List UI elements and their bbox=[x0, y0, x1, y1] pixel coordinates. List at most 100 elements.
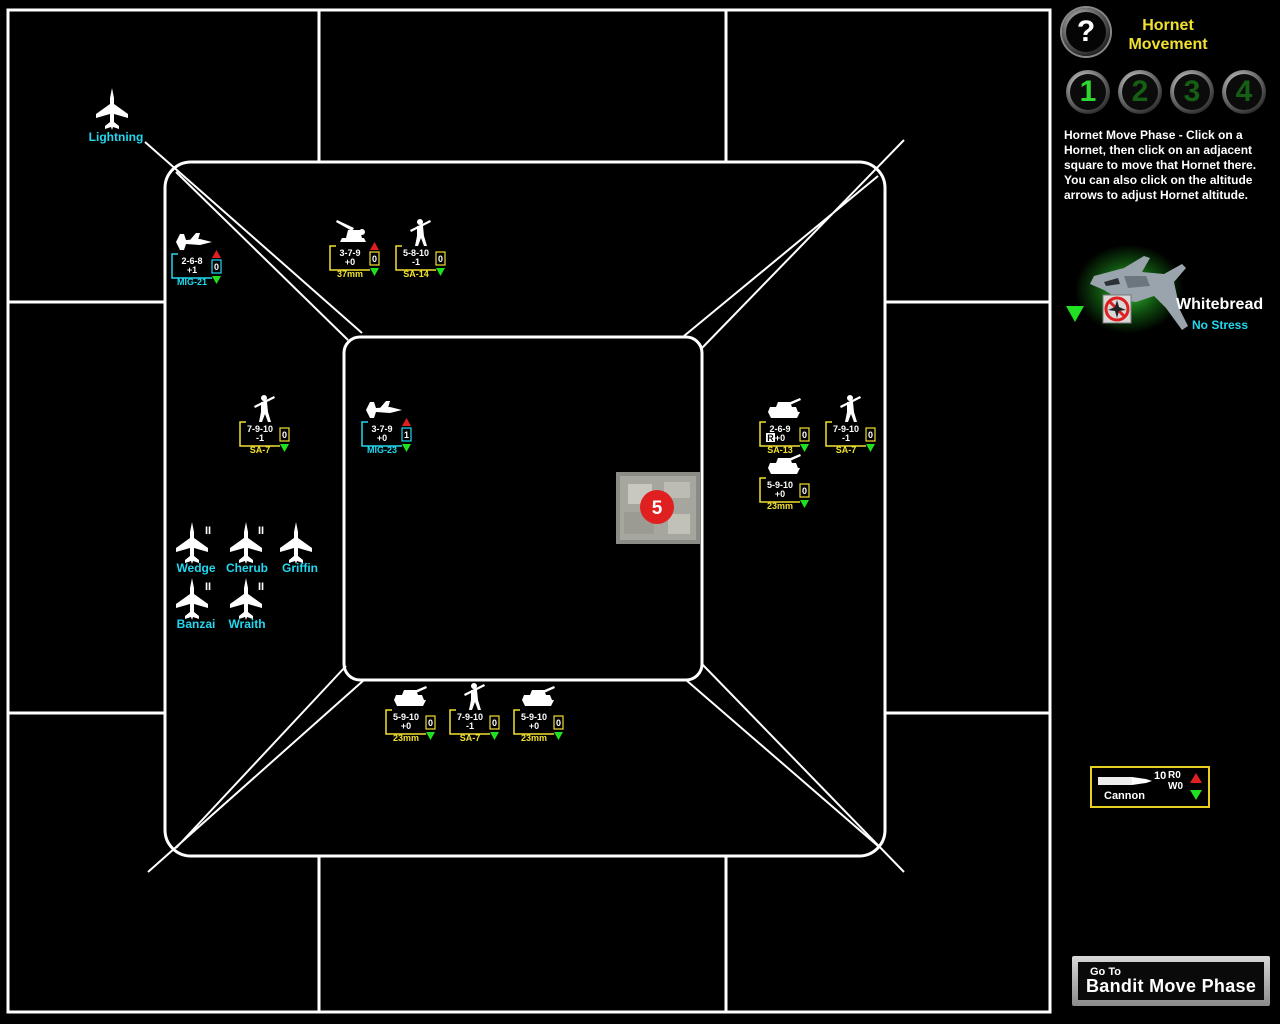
svg-text:Banzai: Banzai bbox=[177, 617, 216, 631]
altitude-down-icon[interactable] bbox=[800, 444, 809, 452]
tank-icon bbox=[768, 398, 801, 418]
unit-altitude: 0 bbox=[556, 718, 561, 728]
svg-text:Wraith: Wraith bbox=[228, 617, 265, 631]
gun-icon bbox=[336, 220, 366, 242]
unit-name: 23mm bbox=[393, 733, 419, 743]
unit-sa7a[interactable]: 7-9-10-1SA-70 bbox=[239, 395, 290, 455]
weapon-down-arrow-icon[interactable] bbox=[1190, 790, 1202, 800]
enemy-units: 2-6-8+1MIG-2103-7-9+037mm05-8-10-1SA-140… bbox=[171, 219, 876, 743]
soldier-icon bbox=[410, 219, 431, 246]
sidejet-icon bbox=[366, 401, 402, 418]
tank-icon bbox=[768, 454, 801, 474]
unit-name: SA-7 bbox=[460, 733, 481, 743]
unit-modifier: +0 bbox=[345, 257, 355, 267]
altitude-up-icon[interactable] bbox=[212, 250, 221, 258]
selected-hornet-card[interactable]: Whitebread No Stress bbox=[1064, 240, 1278, 340]
unit-name: MIG-23 bbox=[367, 445, 397, 455]
unit-name: 37mm bbox=[337, 269, 363, 279]
unit-altitude: 1 bbox=[404, 430, 409, 440]
turn-button-4[interactable]: 4 bbox=[1222, 70, 1266, 114]
soldier-icon bbox=[840, 395, 861, 422]
unit-modifier: -1 bbox=[256, 433, 264, 443]
target-building[interactable]: 5 bbox=[616, 472, 700, 544]
unit-modifier: -1 bbox=[842, 433, 850, 443]
control-panel: ? Hornet Movement 1 2 3 4 Hornet Move Ph… bbox=[1056, 0, 1280, 1024]
hornet-banzai[interactable]: II Banzai bbox=[176, 578, 215, 631]
svg-text:Griffin: Griffin bbox=[282, 561, 318, 575]
unit-stats: 5-9-10 bbox=[767, 480, 793, 490]
altitude-down-icon[interactable] bbox=[554, 732, 563, 740]
altitude-up-icon[interactable] bbox=[402, 418, 411, 426]
unit-stats: 3-7-9 bbox=[371, 424, 392, 434]
no-ground-attack-icon bbox=[1102, 294, 1132, 324]
tank-icon bbox=[522, 686, 555, 706]
unit-modifier: +0 bbox=[377, 433, 387, 443]
hornet-cherub[interactable]: II Cherub bbox=[226, 522, 268, 575]
altitude-down-icon[interactable] bbox=[426, 732, 435, 740]
altitude-down-icon[interactable] bbox=[436, 268, 445, 276]
unit-stats: 2-6-9 bbox=[769, 424, 790, 434]
weapon-ammo-count: 10 bbox=[1154, 770, 1167, 782]
instructions-text: Hornet Move Phase - Click on a Hornet, t… bbox=[1064, 128, 1257, 202]
unit-altitude: 0 bbox=[868, 430, 873, 440]
altitude-down-icon[interactable] bbox=[402, 444, 411, 452]
unit-stats: 5-9-10 bbox=[393, 712, 419, 722]
unit-altitude: 0 bbox=[438, 254, 443, 264]
altitude-up-icon[interactable] bbox=[370, 242, 379, 250]
unit-sa14[interactable]: 5-8-10-1SA-140 bbox=[395, 219, 446, 279]
unit-name: SA-13 bbox=[767, 445, 793, 455]
unit-altitude: 0 bbox=[802, 486, 807, 496]
unit-sa7b[interactable]: 7-9-10-1SA-70 bbox=[825, 395, 876, 455]
unit-modifier: -1 bbox=[412, 257, 420, 267]
svg-text:Cherub: Cherub bbox=[226, 561, 268, 575]
unit-stats: 7-9-10 bbox=[247, 424, 273, 434]
go-to-bandit-move-phase-button[interactable]: Go To Bandit Move Phase bbox=[1072, 956, 1270, 1006]
unit-modifier: +1 bbox=[187, 265, 197, 275]
hornet-wedge[interactable]: II Wedge bbox=[176, 522, 216, 575]
turn-button-3[interactable]: 3 bbox=[1170, 70, 1214, 114]
unit-aaa23a[interactable]: 5-9-10+0 23mm 0 bbox=[759, 454, 810, 511]
board-outer-frame bbox=[6, 8, 1052, 1014]
unit-sa7c[interactable]: 7-9-10-1SA-70 bbox=[449, 683, 500, 743]
target-zone bbox=[342, 335, 704, 682]
altitude-down-icon[interactable] bbox=[370, 268, 379, 276]
unit-modifier: -1 bbox=[466, 721, 474, 731]
unit-name: 23mm bbox=[767, 501, 793, 511]
cannon-round-icon bbox=[1098, 777, 1152, 785]
unit-altitude: 0 bbox=[214, 262, 219, 272]
target-marker bbox=[640, 490, 674, 524]
hornet-wraith[interactable]: II Wraith bbox=[228, 578, 266, 631]
unit-altitude: 0 bbox=[802, 430, 807, 440]
altitude-down-icon[interactable] bbox=[1066, 306, 1084, 322]
unit-altitude: 0 bbox=[282, 430, 287, 440]
turn-button-2[interactable]: 2 bbox=[1118, 70, 1162, 114]
altitude-down-icon[interactable] bbox=[490, 732, 499, 740]
altitude-down-icon[interactable] bbox=[212, 276, 221, 284]
altitude-down-icon[interactable] bbox=[280, 444, 289, 452]
svg-text:II: II bbox=[205, 525, 211, 537]
unit-modifier: +0 bbox=[529, 721, 539, 731]
unit-altitude: 0 bbox=[372, 254, 377, 264]
unit-stats: 5-9-10 bbox=[521, 712, 547, 722]
unit-modifier: +0 bbox=[775, 489, 785, 499]
hornet-griffin[interactable]: Griffin bbox=[280, 522, 318, 575]
svg-text:II: II bbox=[258, 525, 264, 537]
hornet-lightning[interactable]: Lightning bbox=[89, 88, 144, 144]
unit-name: MIG-21 bbox=[177, 277, 207, 287]
weapon-up-arrow-icon[interactable] bbox=[1190, 773, 1202, 783]
turn-button-1[interactable]: 1 bbox=[1066, 70, 1110, 114]
help-button[interactable]: ? bbox=[1062, 8, 1110, 56]
svg-text:II: II bbox=[205, 581, 211, 593]
unit-name: SA-14 bbox=[403, 269, 429, 279]
altitude-down-icon[interactable] bbox=[866, 444, 875, 452]
altitude-down-icon[interactable] bbox=[800, 500, 809, 508]
pilot-stress-status: No Stress bbox=[1192, 318, 1249, 332]
